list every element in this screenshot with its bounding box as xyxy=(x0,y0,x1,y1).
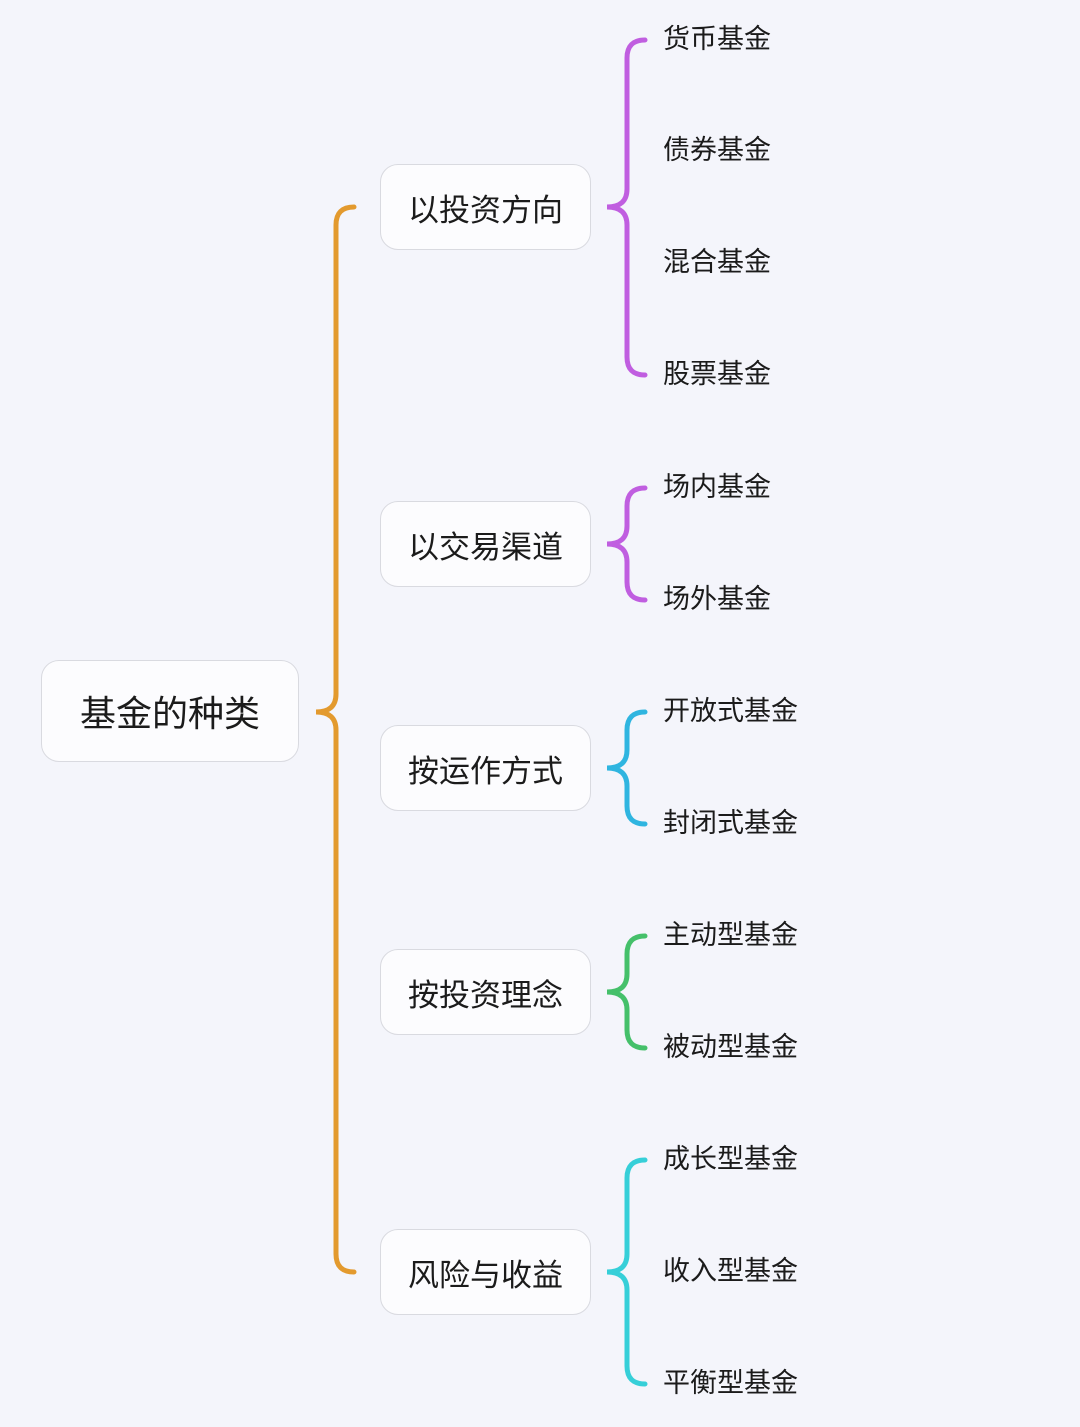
leaf-item: 收入型基金 xyxy=(663,1256,798,1287)
category-node: 按投资理念 xyxy=(380,949,591,1035)
leaf-item: 债券基金 xyxy=(663,135,771,166)
root-bracket xyxy=(315,204,357,1275)
category-bracket xyxy=(606,1157,648,1387)
category-label: 以投资方向 xyxy=(408,192,563,229)
root-node: 基金的种类 xyxy=(41,660,299,762)
category-label: 风险与收益 xyxy=(408,1257,563,1294)
leaf-item: 主动型基金 xyxy=(663,920,798,951)
leaf-item: 成长型基金 xyxy=(663,1144,798,1175)
category-label: 以交易渠道 xyxy=(408,529,563,566)
leaf-item: 场内基金 xyxy=(663,472,771,503)
category-node: 风险与收益 xyxy=(380,1229,591,1315)
leaf-item: 封闭式基金 xyxy=(663,808,798,839)
leaf-item: 混合基金 xyxy=(663,247,771,278)
category-bracket xyxy=(606,37,648,378)
leaf-item: 场外基金 xyxy=(663,584,771,615)
category-node: 以投资方向 xyxy=(380,164,591,250)
leaf-item: 股票基金 xyxy=(663,359,771,390)
category-bracket xyxy=(606,485,648,603)
category-bracket xyxy=(606,933,648,1051)
category-bracket xyxy=(606,709,648,827)
leaf-item: 平衡型基金 xyxy=(663,1368,798,1399)
category-node: 以交易渠道 xyxy=(380,501,591,587)
category-node: 按运作方式 xyxy=(380,725,591,811)
root-label: 基金的种类 xyxy=(79,694,260,735)
leaf-item: 被动型基金 xyxy=(663,1032,798,1063)
leaf-item: 货币基金 xyxy=(663,24,771,55)
category-label: 按投资理念 xyxy=(408,977,563,1014)
leaf-item: 开放式基金 xyxy=(663,696,798,727)
category-label: 按运作方式 xyxy=(408,753,563,790)
